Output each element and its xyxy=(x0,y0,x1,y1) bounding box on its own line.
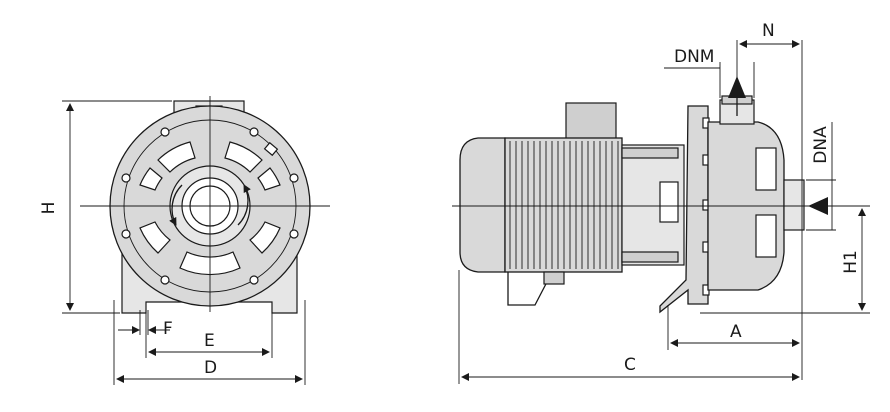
casing-window-bottom xyxy=(755,214,777,258)
shaft-collar-top xyxy=(621,147,679,159)
front-view: H F E D xyxy=(39,96,330,385)
dim-N: N xyxy=(736,21,803,380)
dim-DNA: DNA xyxy=(806,122,836,231)
discharge-flow-arrow-icon xyxy=(728,76,746,98)
dim-DNM: DNM xyxy=(664,47,755,98)
dim-A: A xyxy=(667,305,800,350)
shaft-collar-bottom xyxy=(621,251,679,263)
motor-end-cap xyxy=(459,137,506,273)
terminal-box xyxy=(565,102,617,141)
label-H: H xyxy=(39,202,59,215)
dim-C: C xyxy=(458,270,800,384)
label-A: A xyxy=(730,322,742,342)
dim-H: H xyxy=(39,100,172,314)
label-N: N xyxy=(762,21,775,41)
label-F: F xyxy=(163,319,173,339)
dim-H1: H1 xyxy=(700,205,870,314)
side-view: N DNM DNA H1 A xyxy=(452,21,870,384)
label-C: C xyxy=(624,355,636,375)
dim-D: D xyxy=(113,300,306,385)
front-plug xyxy=(263,141,279,157)
motor-body xyxy=(504,137,623,273)
suction-flow-arrow-icon xyxy=(808,197,828,215)
dim-E: E xyxy=(145,313,273,358)
label-H1: H1 xyxy=(841,250,861,274)
label-DNM: DNM xyxy=(674,47,714,67)
motor-foot-pad xyxy=(543,271,565,285)
motor-fins xyxy=(509,141,619,269)
label-E: E xyxy=(204,331,215,351)
lantern-window xyxy=(659,181,679,223)
casing-window-top xyxy=(755,147,777,191)
rotation-arrow-left-icon xyxy=(169,184,183,226)
label-DNA: DNA xyxy=(811,126,831,164)
suction-nozzle xyxy=(783,179,805,231)
label-D: D xyxy=(204,358,217,378)
dim-F: F xyxy=(118,310,173,339)
front-bolts xyxy=(121,127,299,285)
